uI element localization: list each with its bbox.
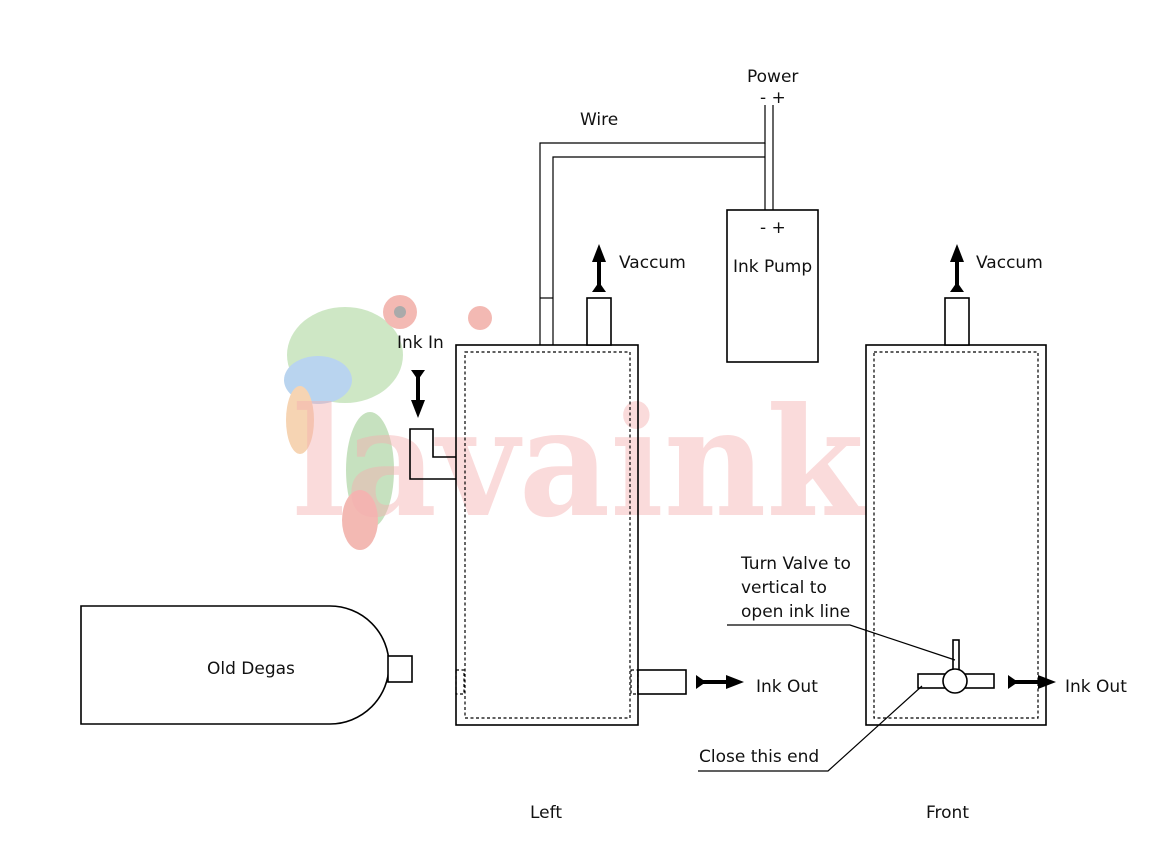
vacuum-arrow-right-icon — [950, 244, 964, 292]
valve — [917, 639, 995, 694]
valve-note-line-1: Turn Valve to — [740, 554, 851, 574]
watermark-text: lavaink — [292, 375, 867, 551]
ink-out-arrow-right-icon — [1008, 675, 1056, 689]
left-view-caption: Left — [530, 803, 562, 823]
vaccum-right-label: Vaccum — [976, 253, 1043, 273]
tree-frog-logo-icon — [284, 295, 492, 550]
power-label: Power — [747, 67, 798, 87]
front-view-tank — [865, 297, 1047, 726]
watermark-logo: lavaink — [284, 295, 867, 551]
ink-in-label: Ink In — [397, 333, 444, 353]
old-degas-unit: Old Degas — [80, 605, 413, 725]
valve-note-leader — [727, 624, 956, 661]
vaccum-left-label: Vaccum — [619, 253, 686, 273]
ink-in-arrow-icon — [411, 370, 425, 418]
pump-polarity-label: - + — [760, 218, 786, 238]
front-view-caption: Front — [926, 803, 969, 823]
close-end-label: Close this end — [699, 747, 819, 767]
ink-out-right-label: Ink Out — [1065, 677, 1127, 697]
left-view-tank — [455, 297, 687, 726]
ink-pump-label: Ink Pump — [733, 257, 812, 277]
ink-pump: - + Ink Pump — [726, 209, 819, 363]
power-polarity-label: - + — [760, 88, 786, 108]
valve-note-line-3: open ink line — [741, 602, 850, 622]
old-degas-label: Old Degas — [207, 659, 295, 679]
wire-label: Wire — [580, 110, 618, 130]
valve-note-line-2: vertical to — [741, 578, 827, 598]
close-end-leader — [698, 685, 923, 772]
power-wires — [539, 105, 774, 345]
ink-in-pipe — [409, 428, 456, 480]
ink-out-arrow-left-icon — [696, 675, 744, 689]
ink-out-left-label: Ink Out — [756, 677, 818, 697]
vacuum-arrow-left-icon — [592, 244, 606, 292]
